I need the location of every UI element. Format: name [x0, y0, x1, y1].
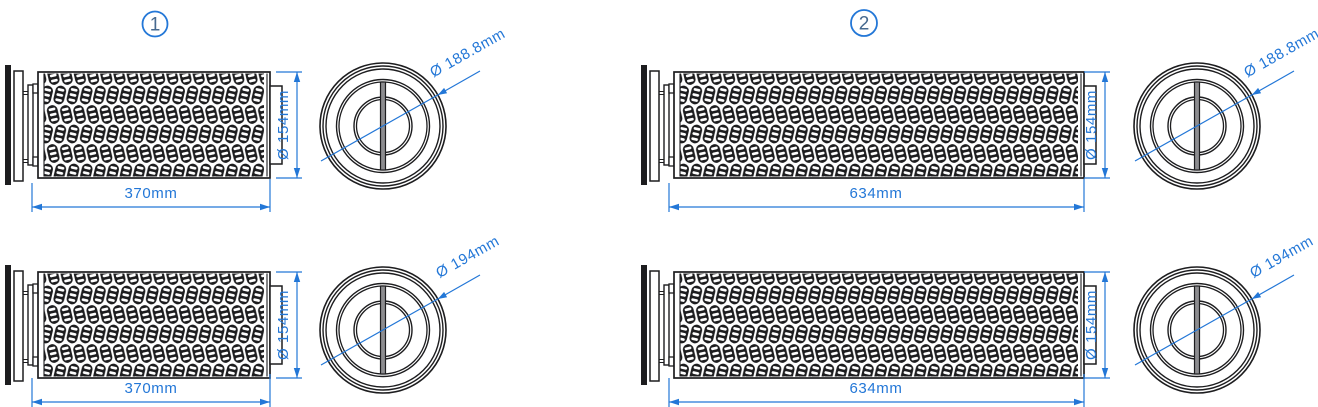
diameter-label-g2r2: Ø 154mm — [1083, 290, 1100, 360]
front-diameter-label-g2r1: Ø 188.8mm — [1241, 25, 1318, 81]
diameter-label-g1r1: Ø 154mm — [275, 90, 292, 160]
group-2-badge-number: 2 — [859, 14, 870, 35]
diameter-label-g2r1: Ø 154mm — [1083, 90, 1100, 160]
group-1-badge: 1 — [141, 10, 169, 38]
front-diameter-label-g1r2: Ø 194mm — [433, 232, 502, 281]
diameter-label-g1r2: Ø 154mm — [275, 290, 292, 360]
group-2-badge: 2 — [850, 9, 878, 37]
length-label-g2r2: 634mm — [849, 380, 902, 397]
cartridge-side-view-g2r2 — [641, 265, 1096, 385]
length-label-g2r1: 634mm — [849, 185, 902, 202]
cartridge-side-view-g2r1 — [641, 65, 1096, 185]
group-1-badge-circle — [141, 10, 169, 38]
length-label-g1r1: 370mm — [124, 185, 177, 202]
cartridge-side-view-g1r2 — [5, 265, 282, 385]
cartridge-side-view-g1r1 — [5, 65, 282, 185]
group-2-badge-circle — [850, 9, 878, 37]
group-1-badge-number: 1 — [150, 15, 161, 36]
length-label-g1r2: 370mm — [124, 380, 177, 397]
front-diameter-label-g1r1: Ø 188.8mm — [427, 25, 508, 81]
front-diameter-label-g2r2: Ø 194mm — [1247, 232, 1316, 281]
